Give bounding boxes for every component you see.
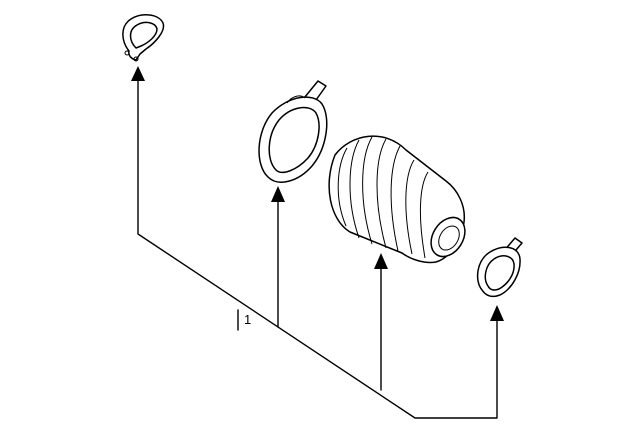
leader-line-main (137, 79, 498, 419)
cv-boot (328, 135, 466, 264)
inner-boot-clamp (476, 237, 523, 298)
leader-lines (137, 79, 498, 419)
arrow-outer-clamp (271, 186, 285, 202)
callout-number: 1 (244, 312, 251, 327)
snap-ring (122, 14, 165, 62)
arrow-boot (374, 253, 388, 269)
arrow-inner-clamp (490, 305, 504, 321)
arrow-snap-ring (131, 66, 145, 81)
snap-ring-eye-left (124, 50, 130, 56)
arrowheads (131, 66, 504, 321)
outer-boot-clamp (258, 80, 328, 183)
snap-ring-eye-right (133, 56, 139, 62)
